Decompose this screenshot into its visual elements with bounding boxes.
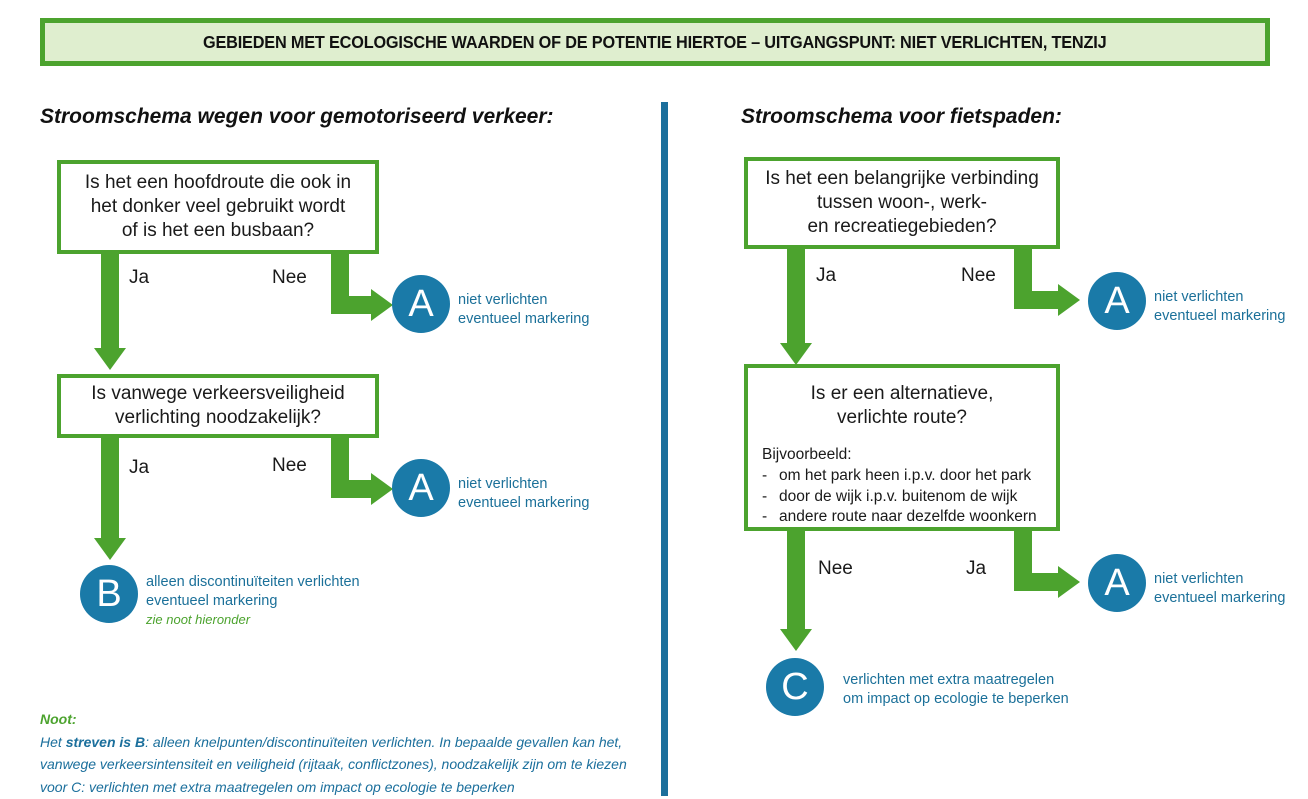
left-decision-box-1-text: Is het een hoofdroute die ook in het don…: [84, 171, 352, 242]
right-arrow-ja-1-stem: [787, 247, 805, 347]
left-outcome-label-a-2-line1: niet verlichten: [458, 476, 548, 492]
right-decision-box-1[interactable]: Is het een belangrijke verbinding tussen…: [744, 157, 1060, 249]
right-branch-label-nee-1: Nee: [961, 265, 996, 286]
left-outcome-label-b-line1: alleen discontinuïteiten verlichten: [146, 574, 360, 590]
page-title: GEBIEDEN MET ECOLOGISCHE WAARDEN OF DE P…: [203, 31, 1107, 52]
right-decision-box-2[interactable]: Is er een alternatieve, verlichte route?…: [744, 364, 1060, 531]
left-decision-box-2-text: Is vanwege verkeersveiligheid verlichtin…: [91, 382, 345, 428]
left-column-heading: Stroomschema wegen voor gemotoriseerd ve…: [40, 105, 554, 128]
right-branch-label-nee-2: Nee: [818, 558, 853, 579]
right-outcome-label-c: verlichten met extra maatregelen om impa…: [843, 671, 1069, 710]
bullet-dash-icon: -: [762, 508, 768, 526]
footnote-line2: het, vanwege verkeersintensiteit en veil…: [40, 733, 623, 773]
right-outcome-label-a-1: niet verlichten eventueel markering: [1154, 288, 1285, 327]
right-arrow-ja-1-head: [780, 343, 812, 365]
right-decision-box-1-text: Is het een belangrijke verbinding tussen…: [765, 167, 1039, 238]
left-outcome-circle-a-1[interactable]: A: [392, 275, 450, 333]
left-outcome-label-a-1-line2: eventueel markering: [458, 311, 590, 328]
column-divider: [661, 102, 668, 796]
right-decision-box-2-examples: Bijvoorbeeld: -om het park heen i.p.v. d…: [748, 431, 1056, 528]
left-arrow-ja-1-head: [94, 348, 126, 370]
left-outcome-label-a-2: niet verlichten eventueel markering: [458, 475, 589, 514]
right-arrow-nee-2-stem: [787, 529, 805, 633]
left-branch-label-ja-1: Ja: [129, 267, 150, 288]
left-outcome-circle-a-2[interactable]: A: [392, 459, 450, 517]
footnote-line1-post: : alleen knelpunten/discontinuïteiten ve…: [145, 733, 595, 750]
left-outcome-label-a-2-line2: eventueel markering: [458, 495, 590, 512]
right-branch-label-ja-2: Ja: [966, 558, 987, 579]
left-arrow-nee-2-head: [371, 473, 393, 505]
right-outcome-label-a-2-line1: niet verlichten: [1154, 571, 1244, 587]
left-branch-label-nee-1: Nee: [272, 267, 307, 288]
left-branch-label-ja-2: Ja: [129, 457, 150, 478]
left-outcome-label-a-1-line1: niet verlichten: [458, 292, 548, 308]
example-list-item: -door de wijk i.p.v. buitenom de wijk: [762, 487, 1056, 508]
right-outcome-label-a-2-line2: eventueel markering: [1154, 590, 1286, 607]
example-list-item-text: om het park heen i.p.v. door het park: [779, 467, 1032, 485]
right-arrow-nee-1-head: [1058, 284, 1080, 316]
example-list: -om het park heen i.p.v. door het park-d…: [762, 466, 1056, 528]
right-arrow-ja-2-head: [1058, 566, 1080, 598]
footnote: Noot: Het streven is B: alleen knelpunte…: [40, 708, 630, 799]
left-arrow-ja-2-head: [94, 538, 126, 560]
example-list-item: -andere route naar dezelfde woonkern: [762, 507, 1056, 528]
left-outcome-label-b: alleen discontinuïteiten verlichten even…: [146, 573, 360, 627]
left-decision-box-1[interactable]: Is het een hoofdroute die ook in het don…: [57, 160, 379, 254]
example-list-item-text: door de wijk i.p.v. buitenom de wijk: [779, 487, 1018, 505]
left-decision-box-2[interactable]: Is vanwege verkeersveiligheid verlichtin…: [57, 374, 379, 438]
right-outcome-label-c-line1: verlichten met extra maatregelen: [843, 672, 1055, 688]
left-branch-label-nee-2: Nee: [272, 455, 307, 476]
bullet-dash-icon: -: [762, 487, 768, 505]
header-banner-inner: GEBIEDEN MET ECOLOGISCHE WAARDEN OF DE P…: [45, 23, 1265, 61]
left-outcome-circle-b[interactable]: B: [80, 565, 138, 623]
right-branch-label-ja-1: Ja: [816, 265, 837, 286]
header-banner: GEBIEDEN MET ECOLOGISCHE WAARDEN OF DE P…: [40, 18, 1270, 66]
footnote-title: Noot:: [40, 711, 77, 727]
left-outcome-note-b: zie noot hieronder: [146, 611, 251, 627]
footnote-body: Het streven is B: alleen knelpunten/disc…: [40, 731, 630, 799]
right-arrow-nee-1-stem-h: [1014, 291, 1060, 309]
footnote-line3: te kiezen voor C: verlichten met extra m…: [40, 756, 627, 796]
right-outcome-label-a-2: niet verlichten eventueel markering: [1154, 570, 1285, 609]
left-outcome-label-b-line2: eventueel markering: [146, 593, 278, 610]
example-list-item: -om het park heen i.p.v. door het park: [762, 466, 1056, 487]
left-arrow-ja-2-stem: [101, 436, 119, 542]
left-arrow-nee-1-head: [371, 289, 393, 321]
right-outcome-label-c-line2: om impact op ecologie te beperken: [843, 691, 1069, 708]
example-list-item-text: andere route naar dezelfde woonkern: [779, 508, 1037, 526]
footnote-line1-pre: Het: [40, 733, 66, 750]
example-title: Bijvoorbeeld:: [762, 445, 852, 463]
right-outcome-circle-a-2[interactable]: A: [1088, 554, 1146, 612]
right-outcome-label-a-1-line2: eventueel markering: [1154, 308, 1286, 325]
right-arrow-ja-2-stem-h: [1014, 573, 1060, 591]
footnote-line1-bold: streven is B: [65, 733, 146, 750]
right-outcome-label-a-1-line1: niet verlichten: [1154, 289, 1244, 305]
left-arrow-ja-1-stem: [101, 252, 119, 352]
right-outcome-circle-a-1[interactable]: A: [1088, 272, 1146, 330]
left-outcome-label-a-1: niet verlichten eventueel markering: [458, 291, 589, 330]
right-decision-box-2-text: Is er een alternatieve, verlichte route?: [810, 383, 994, 429]
left-arrow-nee-2-stem-h: [331, 480, 373, 498]
right-arrow-nee-2-head: [780, 629, 812, 651]
left-arrow-nee-1-stem-h: [331, 296, 373, 314]
right-outcome-circle-c[interactable]: C: [766, 658, 824, 716]
bullet-dash-icon: -: [762, 467, 768, 485]
right-column-heading: Stroomschema voor fietspaden:: [741, 105, 1062, 128]
